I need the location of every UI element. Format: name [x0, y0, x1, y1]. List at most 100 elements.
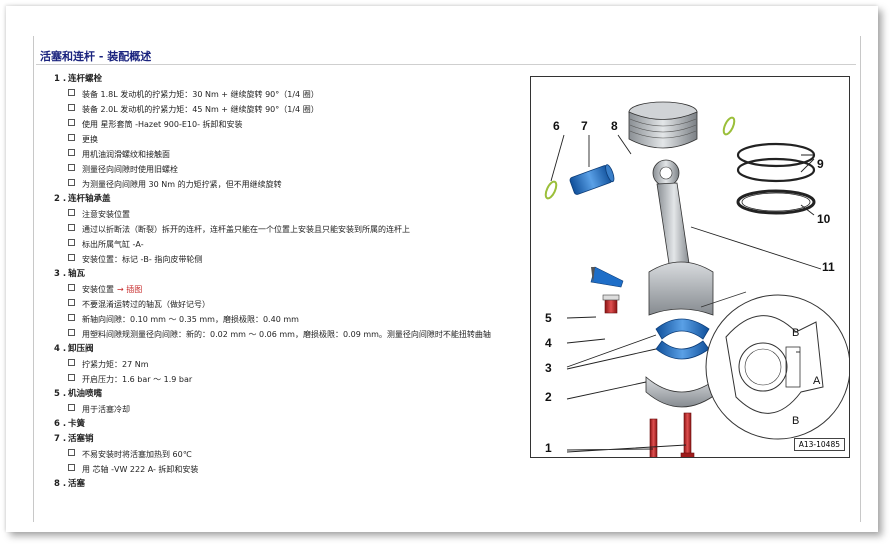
- square-bullet-icon: [68, 149, 75, 156]
- oil-spray-jet: [590, 266, 624, 288]
- list-item: 使用 星形套筒 -Hazet 900-E10- 拆卸和安装: [54, 117, 524, 132]
- title-divider: [36, 64, 856, 65]
- piston-rings: [736, 142, 816, 215]
- section-title: 1 .连杆螺栓: [54, 72, 524, 87]
- list-item: 更换: [54, 132, 524, 147]
- document-page: 活塞和连杆 - 装配概述 1 .连杆螺栓装备 1.8L 发动机的拧紧力矩：30 …: [33, 36, 861, 522]
- section-number: 1 .: [54, 74, 67, 84]
- list-item: 新轴向间隙：0.10 mm ～ 0.35 mm，磨损极限：0.40 mm: [54, 312, 524, 327]
- square-bullet-icon: [68, 179, 75, 186]
- callout-leaders: [550, 134, 822, 453]
- install-position-illustration-link[interactable]: → 插图: [117, 285, 143, 294]
- section-heading: 连杆螺栓: [68, 74, 103, 84]
- assembly-list: 1 .连杆螺栓装备 1.8L 发动机的拧紧力矩：30 Nm + 继续旋转 90°…: [54, 72, 524, 492]
- callout-8: 8: [611, 119, 618, 133]
- list-item: 用塑料间隙规测量径向间隙：新的：0.02 mm ～ 0.06 mm，磨损极限：0…: [54, 327, 524, 342]
- conrod-bolts: [649, 412, 695, 457]
- piston-clip-right: [722, 116, 736, 136]
- piston-pin: [569, 164, 615, 195]
- list-item: 开启压力：1.6 bar ～ 1.9 bar: [54, 372, 524, 387]
- section-heading: 活塞: [68, 479, 86, 489]
- square-bullet-icon: [68, 404, 75, 411]
- callout-3: 3: [545, 361, 552, 375]
- list-item-text: 通过以折断法（断裂）拆开的连杆，连杆盖只能在一个位置上安装且只能安装到所属的连杆…: [82, 225, 410, 234]
- section-number: 7 .: [54, 434, 67, 444]
- section-number: 2 .: [54, 194, 67, 204]
- bearing-shells: [655, 318, 710, 360]
- callout-a: A: [813, 375, 821, 387]
- list-item-text: 标出所属气缸 -A-: [82, 240, 144, 249]
- list-item-text: 更换: [82, 135, 98, 144]
- callout-b-top: B: [792, 327, 800, 339]
- callout-11: 11: [822, 260, 835, 274]
- callout-10: 10: [817, 212, 831, 226]
- square-bullet-icon: [68, 359, 75, 366]
- list-item: 不易安装时将活塞加热到 60℃: [54, 447, 524, 462]
- section-number: 8 .: [54, 479, 67, 489]
- section-6: 6 .卡簧: [54, 417, 524, 432]
- section-title: 8 .活塞: [54, 477, 524, 492]
- section-5: 5 .机油喷嘴用于活塞冷却: [54, 387, 524, 417]
- list-item: 安装位置→ 插图: [54, 282, 524, 297]
- detail-view-circle: [700, 291, 849, 440]
- section-title: 7 .活塞销: [54, 432, 524, 447]
- section-number: 6 .: [54, 419, 67, 429]
- callout-7: 7: [581, 119, 588, 133]
- section-number: 3 .: [54, 269, 67, 279]
- list-item: 装备 1.8L 发动机的拧紧力矩：30 Nm + 继续旋转 90°（1/4 圈）: [54, 87, 524, 102]
- list-item: 不要混淆运转过的轴瓦（做好记号）: [54, 297, 524, 312]
- list-item-text: 不要混淆运转过的轴瓦（做好记号）: [82, 300, 210, 309]
- square-bullet-icon: [68, 104, 75, 111]
- square-bullet-icon: [68, 134, 75, 141]
- figure-code: A13-10485: [793, 438, 845, 451]
- square-bullet-icon: [68, 239, 75, 246]
- page-title: 活塞和连杆 - 装配概述: [40, 50, 152, 63]
- list-item-text: 为测量径向间隙用 30 Nm 的力矩拧紧，但不用继续旋转: [82, 180, 282, 189]
- section-title: 4 .卸压阀: [54, 342, 524, 357]
- list-item-text: 用塑料间隙规测量径向间隙：新的：0.02 mm ～ 0.06 mm，磨损极限：0…: [82, 330, 491, 339]
- square-bullet-icon: [68, 464, 75, 471]
- screenshot-frame: 活塞和连杆 - 装配概述 1 .连杆螺栓装备 1.8L 发动机的拧紧力矩：30 …: [6, 6, 878, 532]
- list-item: 为测量径向间隙用 30 Nm 的力矩拧紧，但不用继续旋转: [54, 177, 524, 192]
- square-bullet-icon: [68, 374, 75, 381]
- list-item: 用 芯轴 -VW 222 A- 拆卸和安装: [54, 462, 524, 477]
- list-item: 装备 2.0L 发动机的拧紧力矩：45 Nm + 继续旋转 90°（1/4 圈）: [54, 102, 524, 117]
- exploded-view-figure: 6 7 8 9 10 11 5 4 3 2 1 B A B A13-10485: [530, 76, 850, 458]
- list-item-text: 用于活塞冷却: [82, 405, 130, 414]
- piston-clip-left: [544, 180, 558, 200]
- callout-1: 1: [545, 441, 552, 455]
- square-bullet-icon: [68, 89, 75, 96]
- callout-9: 9: [817, 157, 824, 171]
- list-item: 用于活塞冷却: [54, 402, 524, 417]
- list-item: 标出所属气缸 -A-: [54, 237, 524, 252]
- pressure-relief-valve: [602, 294, 620, 314]
- piston-conrod-diagram: [544, 101, 849, 457]
- section-heading: 轴瓦: [68, 269, 86, 279]
- list-item-text: 使用 星形套筒 -Hazet 900-E10- 拆卸和安装: [82, 120, 243, 129]
- section-number: 5 .: [54, 389, 67, 399]
- section-2: 2 .连杆轴承盖注意安装位置通过以折断法（断裂）拆开的连杆，连杆盖只能在一个位置…: [54, 192, 524, 267]
- piston: [628, 101, 698, 149]
- section-title: 5 .机油喷嘴: [54, 387, 524, 402]
- list-item-text: 安装位置: [82, 285, 114, 294]
- section-heading: 卡簧: [68, 419, 86, 429]
- list-item: 安装位置：标记 -B- 指向皮带轮侧: [54, 252, 524, 267]
- list-item-text: 装备 2.0L 发动机的拧紧力矩：45 Nm + 继续旋转 90°（1/4 圈）: [82, 105, 319, 114]
- callout-6: 6: [553, 119, 560, 133]
- list-item: 测量径向间隙时使用旧螺栓: [54, 162, 524, 177]
- section-3: 3 .轴瓦安装位置→ 插图不要混淆运转过的轴瓦（做好记号） 新轴向间隙：0.10 …: [54, 267, 524, 342]
- list-item-text: 安装位置：标记 -B- 指向皮带轮侧: [82, 255, 203, 264]
- square-bullet-icon: [68, 224, 75, 231]
- square-bullet-icon: [68, 329, 75, 336]
- list-item-text: 用机油润滑螺纹和接触面: [82, 150, 170, 159]
- section-title: 6 .卡簧: [54, 417, 524, 432]
- section-8: 8 .活塞: [54, 477, 524, 492]
- section-heading: 卸压阀: [68, 344, 94, 354]
- section-title: 2 .连杆轴承盖: [54, 192, 524, 207]
- list-item: 通过以折断法（断裂）拆开的连杆，连杆盖只能在一个位置上安装且只能安装到所属的连杆…: [54, 222, 524, 237]
- section-heading: 机油喷嘴: [68, 389, 103, 399]
- square-bullet-icon: [68, 209, 75, 216]
- list-item: 注意安装位置: [54, 207, 524, 222]
